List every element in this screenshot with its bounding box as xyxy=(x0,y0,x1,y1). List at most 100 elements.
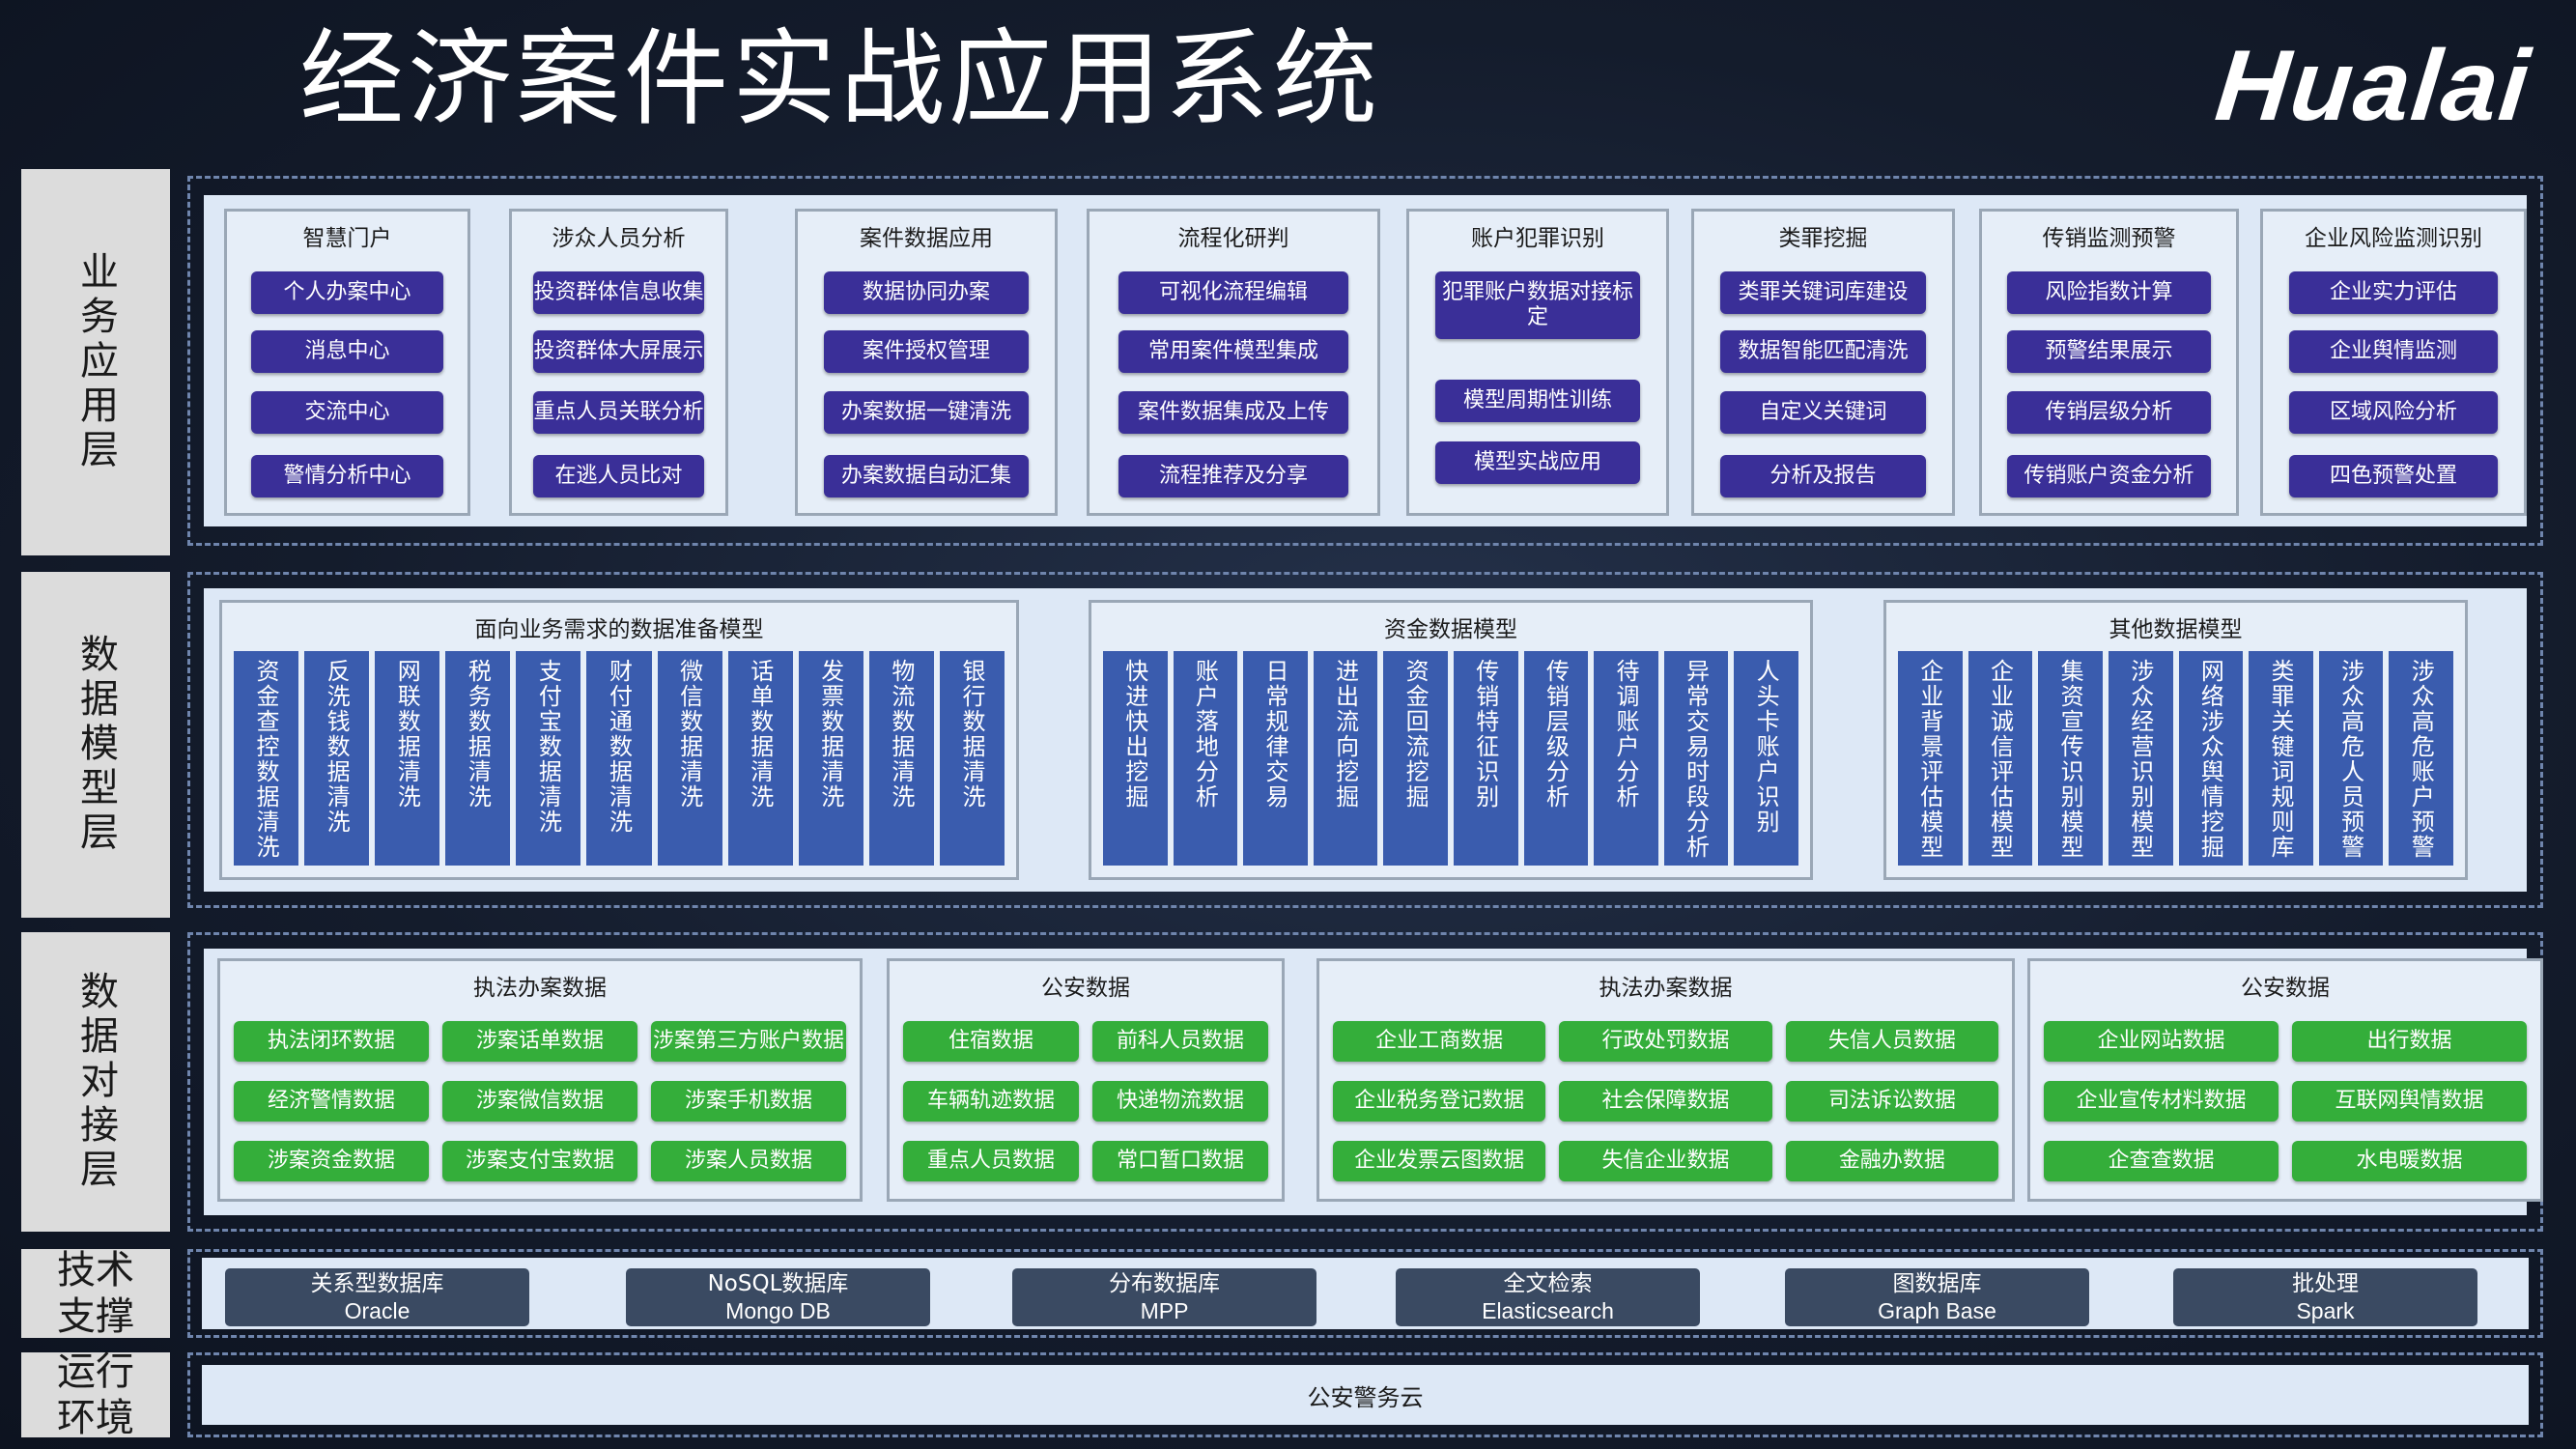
docking-data-button[interactable]: 重点人员数据 xyxy=(903,1141,1079,1181)
business-function-button[interactable]: 重点人员关联分析 xyxy=(533,391,704,434)
business-function-button[interactable]: 企业实力评估 xyxy=(2289,271,2498,314)
model-column[interactable]: 税务数据清洗 xyxy=(445,651,511,866)
docking-data-button[interactable]: 执法闭环数据 xyxy=(234,1021,429,1062)
model-column-label: 传销特征识别 xyxy=(1471,659,1499,810)
model-column[interactable]: 类罪关键词规则库 xyxy=(2249,651,2313,866)
model-column[interactable]: 网联数据清洗 xyxy=(375,651,440,866)
model-column[interactable]: 人头卡账户识别 xyxy=(1734,651,1798,866)
model-column[interactable]: 涉众经营识别模型 xyxy=(2108,651,2173,866)
model-column-row: 资金查控数据清洗反洗钱数据清洗网联数据清洗税务数据清洗支付宝数据清洗财付通数据清… xyxy=(234,651,1005,866)
business-function-button[interactable]: 数据协同办案 xyxy=(823,271,1030,314)
business-function-button[interactable]: 自定义关键词 xyxy=(1719,391,1927,434)
model-column[interactable]: 资金查控数据清洗 xyxy=(234,651,299,866)
docking-data-button[interactable]: 金融办数据 xyxy=(1785,1141,1998,1181)
business-function-button[interactable]: 在逃人员比对 xyxy=(533,455,704,497)
business-function-button[interactable]: 个人办案中心 xyxy=(250,271,444,314)
docking-data-button[interactable]: 企业税务登记数据 xyxy=(1333,1081,1546,1122)
docking-data-button[interactable]: 企查查数据 xyxy=(2044,1141,2279,1181)
model-column[interactable]: 企业背景评估模型 xyxy=(1898,651,1963,866)
model-column[interactable]: 反洗钱数据清洗 xyxy=(304,651,370,866)
docking-data-button[interactable]: 企业宣传材料数据 xyxy=(2044,1081,2279,1122)
business-function-button[interactable]: 类罪关键词库建设 xyxy=(1719,271,1927,314)
docking-data-button[interactable]: 涉案人员数据 xyxy=(651,1141,846,1181)
docking-data-button[interactable]: 失信企业数据 xyxy=(1559,1141,1772,1181)
model-column[interactable]: 集资宣传识别模型 xyxy=(2038,651,2103,866)
business-function-button[interactable]: 案件数据集成及上传 xyxy=(1118,391,1349,434)
model-column[interactable]: 涉众高危人员预警 xyxy=(2318,651,2384,866)
docking-data-button[interactable]: 涉案支付宝数据 xyxy=(442,1141,637,1181)
docking-data-button[interactable]: 涉案微信数据 xyxy=(442,1081,637,1122)
docking-data-button[interactable]: 涉案话单数据 xyxy=(442,1021,637,1062)
business-function-button[interactable]: 传销账户资金分析 xyxy=(2007,455,2211,497)
business-function-button[interactable]: 四色预警处置 xyxy=(2289,455,2498,497)
model-column[interactable]: 网络涉众舆情挖掘 xyxy=(2178,651,2244,866)
business-function-button[interactable]: 消息中心 xyxy=(250,330,444,373)
docking-data-button[interactable]: 前科人员数据 xyxy=(1092,1021,1268,1062)
docking-data-button[interactable]: 涉案手机数据 xyxy=(651,1081,846,1122)
business-function-button[interactable]: 可视化流程编辑 xyxy=(1118,271,1349,314)
docking-data-button[interactable]: 涉案第三方账户数据 xyxy=(651,1021,846,1062)
docking-data-button[interactable]: 住宿数据 xyxy=(903,1021,1079,1062)
docking-data-button[interactable]: 司法诉讼数据 xyxy=(1785,1081,1998,1122)
docking-data-button[interactable]: 行政处罚数据 xyxy=(1559,1021,1772,1062)
business-function-button[interactable]: 区域风险分析 xyxy=(2289,391,2498,434)
model-column[interactable]: 支付宝数据清洗 xyxy=(516,651,581,866)
business-function-button[interactable]: 企业舆情监测 xyxy=(2289,330,2498,373)
model-column[interactable]: 日常规律交易 xyxy=(1243,651,1308,866)
docking-data-button[interactable]: 企业工商数据 xyxy=(1333,1021,1546,1062)
business-function-button[interactable]: 流程推荐及分享 xyxy=(1118,455,1349,497)
business-function-button[interactable]: 犯罪账户数据对接标定 xyxy=(1434,271,1641,339)
docking-data-button[interactable]: 社会保障数据 xyxy=(1559,1081,1772,1122)
business-function-button[interactable]: 风险指数计算 xyxy=(2007,271,2211,314)
business-function-button[interactable]: 数据智能匹配清洗 xyxy=(1719,330,1927,373)
business-function-button[interactable]: 分析及报告 xyxy=(1719,455,1927,497)
business-function-button[interactable]: 传销层级分析 xyxy=(2007,391,2211,434)
docking-data-button[interactable]: 出行数据 xyxy=(2292,1021,2527,1062)
business-function-button[interactable]: 交流中心 xyxy=(250,391,444,434)
model-column[interactable]: 涉众高危账户预警 xyxy=(2389,651,2453,866)
model-column[interactable]: 资金回流挖掘 xyxy=(1383,651,1448,866)
model-column-label: 类罪关键词规则库 xyxy=(2266,659,2294,860)
docking-data-button[interactable]: 互联网舆情数据 xyxy=(2292,1081,2527,1122)
business-function-button[interactable]: 投资群体信息收集 xyxy=(533,271,704,314)
docking-data-button[interactable]: 失信人员数据 xyxy=(1785,1021,1998,1062)
model-column[interactable]: 异常交易时段分析 xyxy=(1663,651,1729,866)
model-column[interactable]: 企业诚信评估模型 xyxy=(1967,651,2033,866)
model-column[interactable]: 待调账户分析 xyxy=(1594,651,1658,866)
business-function-button[interactable]: 投资群体大屏展示 xyxy=(533,330,704,373)
business-function-button[interactable]: 预警结果展示 xyxy=(2007,330,2211,373)
docking-data-button[interactable]: 车辆轨迹数据 xyxy=(903,1081,1079,1122)
business-function-button[interactable]: 警情分析中心 xyxy=(250,455,444,497)
model-column[interactable]: 微信数据清洗 xyxy=(657,651,722,866)
business-function-button[interactable]: 办案数据一键清洗 xyxy=(823,391,1030,434)
docking-data-button[interactable]: 快递物流数据 xyxy=(1092,1081,1268,1122)
model-column[interactable]: 物流数据清洗 xyxy=(868,651,934,866)
business-function-button[interactable]: 案件授权管理 xyxy=(823,330,1030,373)
docking-data-button[interactable]: 常口暂口数据 xyxy=(1092,1141,1268,1181)
docking-data-button[interactable]: 经济警情数据 xyxy=(234,1081,429,1122)
model-column[interactable]: 账户落地分析 xyxy=(1173,651,1238,866)
docking-data-button[interactable]: 企业发票云图数据 xyxy=(1333,1141,1546,1181)
business-function-button[interactable]: 模型周期性训练 xyxy=(1434,380,1641,422)
model-column[interactable]: 快进快出挖掘 xyxy=(1103,651,1168,866)
docking-data-button[interactable]: 涉案资金数据 xyxy=(234,1141,429,1181)
model-column[interactable]: 传销特征识别 xyxy=(1453,651,1518,866)
model-column[interactable]: 发票数据清洗 xyxy=(798,651,863,866)
business-function-button[interactable]: 办案数据自动汇集 xyxy=(823,455,1030,497)
model-column[interactable]: 话单数据清洗 xyxy=(727,651,793,866)
docking-data-button[interactable]: 企业网站数据 xyxy=(2044,1021,2279,1062)
model-column[interactable]: 传销层级分析 xyxy=(1523,651,1589,866)
business-function-button[interactable]: 常用案件模型集成 xyxy=(1118,330,1349,373)
docking-data-button[interactable]: 水电暖数据 xyxy=(2292,1141,2527,1181)
model-column-label: 资金查控数据清洗 xyxy=(252,659,280,860)
model-column[interactable]: 银行数据清洗 xyxy=(939,651,1005,866)
model-column[interactable]: 财付通数据清洗 xyxy=(586,651,652,866)
business-function-button[interactable]: 模型实战应用 xyxy=(1434,441,1641,484)
model-column[interactable]: 进出流向挖掘 xyxy=(1313,651,1378,866)
